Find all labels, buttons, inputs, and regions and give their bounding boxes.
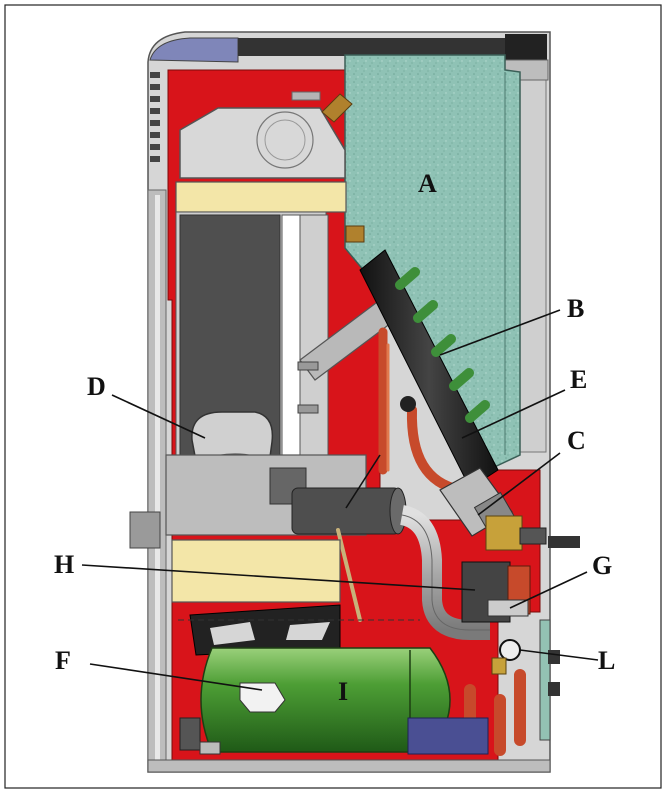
control-board bbox=[407, 717, 489, 755]
flue-outlet bbox=[291, 487, 490, 640]
auger-feed bbox=[359, 249, 499, 489]
leader-lines bbox=[81, 309, 599, 691]
label-D: D bbox=[87, 372, 106, 401]
gear-motor bbox=[439, 467, 580, 551]
leader-L bbox=[519, 649, 599, 661]
insulation-bottom bbox=[171, 539, 341, 603]
leader-D bbox=[111, 394, 206, 439]
leader-F bbox=[89, 663, 263, 691]
label-L: L bbox=[598, 646, 615, 675]
leader-G bbox=[509, 571, 588, 609]
label-H: H bbox=[54, 550, 74, 579]
fan-blade-bracket bbox=[239, 682, 286, 713]
side-ribs bbox=[150, 72, 160, 162]
label-B: B bbox=[567, 294, 584, 323]
label-G: G bbox=[592, 551, 612, 580]
leader-E2 bbox=[345, 454, 381, 509]
top-panel bbox=[238, 38, 508, 56]
ignition-connector bbox=[129, 511, 161, 549]
pressure-gauge bbox=[499, 639, 521, 661]
right-casing-panel bbox=[519, 71, 547, 453]
insulation-top bbox=[175, 181, 347, 213]
label-I: I bbox=[338, 677, 348, 706]
top-cap bbox=[149, 37, 239, 63]
leader-C bbox=[477, 452, 561, 516]
expansion-tank bbox=[178, 619, 451, 753]
label-E: E bbox=[570, 365, 587, 394]
label-A: A bbox=[418, 169, 437, 198]
label-C: C bbox=[567, 426, 586, 455]
base-plate bbox=[147, 759, 551, 773]
leader-E bbox=[461, 389, 566, 439]
fan-housing bbox=[189, 604, 341, 656]
label-F: F bbox=[55, 646, 71, 675]
leader-H bbox=[81, 564, 476, 591]
heat-exchanger-top bbox=[179, 91, 353, 179]
callout-labels: A B E C D H G L F I bbox=[54, 169, 615, 706]
leader-B bbox=[439, 309, 561, 356]
